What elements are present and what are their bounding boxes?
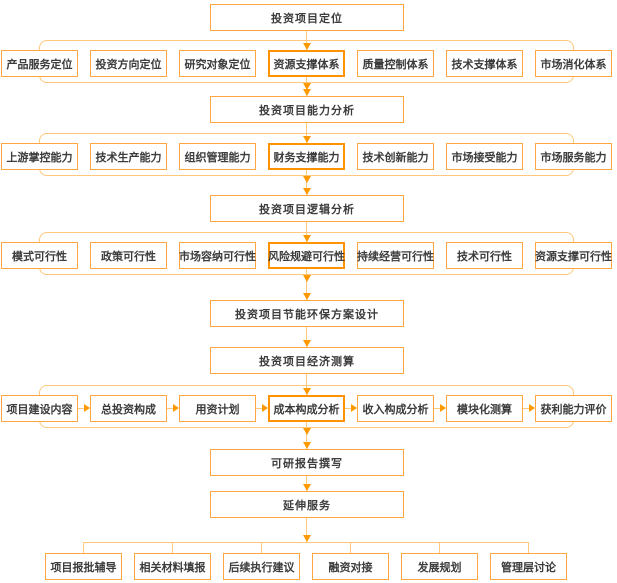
node-bottom-2: 相关材料填报 — [134, 553, 211, 580]
connector-vline — [306, 374, 307, 395]
connector-hline — [345, 408, 352, 409]
node-row2-3: 组织管理能力 — [179, 143, 256, 170]
connector-vline — [306, 269, 307, 300]
arrow-right-icon — [529, 404, 535, 412]
arrow-down-icon — [303, 388, 311, 395]
connector-hline — [78, 408, 85, 409]
arrow-down-icon — [303, 442, 311, 449]
node-row2-7: 市场服务能力 — [535, 143, 612, 170]
node-row4-6: 模块化测算 — [446, 395, 523, 422]
node-row3-1: 模式可行性 — [1, 242, 78, 269]
node-env-plan-design: 投资项目节能环保方案设计 — [210, 300, 404, 327]
arrow-down-icon — [303, 484, 311, 491]
node-logic-analysis: 投资项目逻辑分析 — [210, 195, 404, 222]
node-extended-services: 延伸服务 — [210, 491, 404, 518]
node-row3-4-highlighted: 风险规避可行性 — [268, 242, 345, 269]
bottom-tree-drop — [172, 542, 173, 553]
node-row3-6: 技术可行性 — [446, 242, 523, 269]
node-capability-analysis: 投资项目能力分析 — [210, 96, 404, 123]
node-row3-5: 持续经营可行性 — [357, 242, 434, 269]
arrow-down-icon — [303, 176, 311, 183]
connector-hline — [523, 408, 530, 409]
connector-vline — [306, 422, 307, 449]
node-bottom-4: 融资对接 — [312, 553, 389, 580]
node-row2-2: 技术生产能力 — [90, 143, 167, 170]
connector-hline — [434, 408, 441, 409]
arrow-down-icon — [303, 89, 311, 96]
node-row1-6: 技术支撑体系 — [446, 50, 523, 77]
arrow-down-icon — [303, 275, 311, 282]
node-row2-1: 上游掌控能力 — [1, 143, 78, 170]
node-row2-4-highlighted: 财务支撑能力 — [268, 143, 345, 170]
node-row3-7: 资源支撑可行性 — [535, 242, 612, 269]
arrow-down-icon — [303, 340, 311, 347]
node-project-positioning: 投资项目定位 — [210, 4, 404, 31]
arrow-right-icon — [173, 404, 179, 412]
bottom-tree-drop — [439, 542, 440, 553]
arrow-down-icon — [303, 235, 311, 242]
connector-vline — [306, 518, 307, 542]
bottom-tree-drop — [528, 542, 529, 553]
connector-hline — [256, 408, 263, 409]
node-row3-2: 政策可行性 — [90, 242, 167, 269]
node-row4-7: 获利能力评价 — [535, 395, 612, 422]
bottom-tree-drop — [350, 542, 351, 553]
connector-vline — [306, 327, 307, 347]
arrow-down-icon — [303, 535, 311, 542]
arrow-down-icon — [303, 188, 311, 195]
connector-hline — [167, 408, 174, 409]
arrow-down-icon — [303, 43, 311, 50]
arrow-down-icon — [303, 293, 311, 300]
node-bottom-1: 项目报批辅导 — [45, 553, 122, 580]
node-row4-5: 收入构成分析 — [357, 395, 434, 422]
arrow-down-icon — [303, 136, 311, 143]
bottom-tree-hline — [83, 542, 529, 543]
node-bottom-6: 管理层讨论 — [490, 553, 567, 580]
node-row1-7: 市场消化体系 — [535, 50, 612, 77]
node-row4-4-highlighted: 成本构成分析 — [268, 395, 345, 422]
node-row2-6: 市场接受能力 — [446, 143, 523, 170]
arrow-right-icon — [351, 404, 357, 412]
node-row1-1: 产品服务定位 — [1, 50, 78, 77]
node-row4-1: 项目建设内容 — [1, 395, 78, 422]
arrow-right-icon — [440, 404, 446, 412]
arrow-down-icon — [303, 428, 311, 435]
node-report-writing: 可研报告撰写 — [210, 449, 404, 476]
arrow-right-icon — [262, 404, 268, 412]
node-row1-3: 研究对象定位 — [179, 50, 256, 77]
node-bottom-5: 发展规划 — [401, 553, 478, 580]
node-row3-3: 市场容纳可行性 — [179, 242, 256, 269]
node-row1-5: 质量控制体系 — [357, 50, 434, 77]
node-row1-4-highlighted: 资源支撑体系 — [268, 50, 345, 77]
connector-vline — [306, 476, 307, 491]
node-economic-calculation: 投资项目经济测算 — [210, 347, 404, 374]
node-row2-5: 技术创新能力 — [357, 143, 434, 170]
arrow-down-icon — [303, 83, 311, 90]
node-row1-2: 投资方向定位 — [90, 50, 167, 77]
bottom-tree-drop — [83, 542, 84, 553]
arrow-right-icon — [84, 404, 90, 412]
bottom-tree-drop — [261, 542, 262, 553]
node-row4-2: 总投资构成 — [90, 395, 167, 422]
node-row4-3: 用资计划 — [179, 395, 256, 422]
node-bottom-3: 后续执行建议 — [223, 553, 300, 580]
